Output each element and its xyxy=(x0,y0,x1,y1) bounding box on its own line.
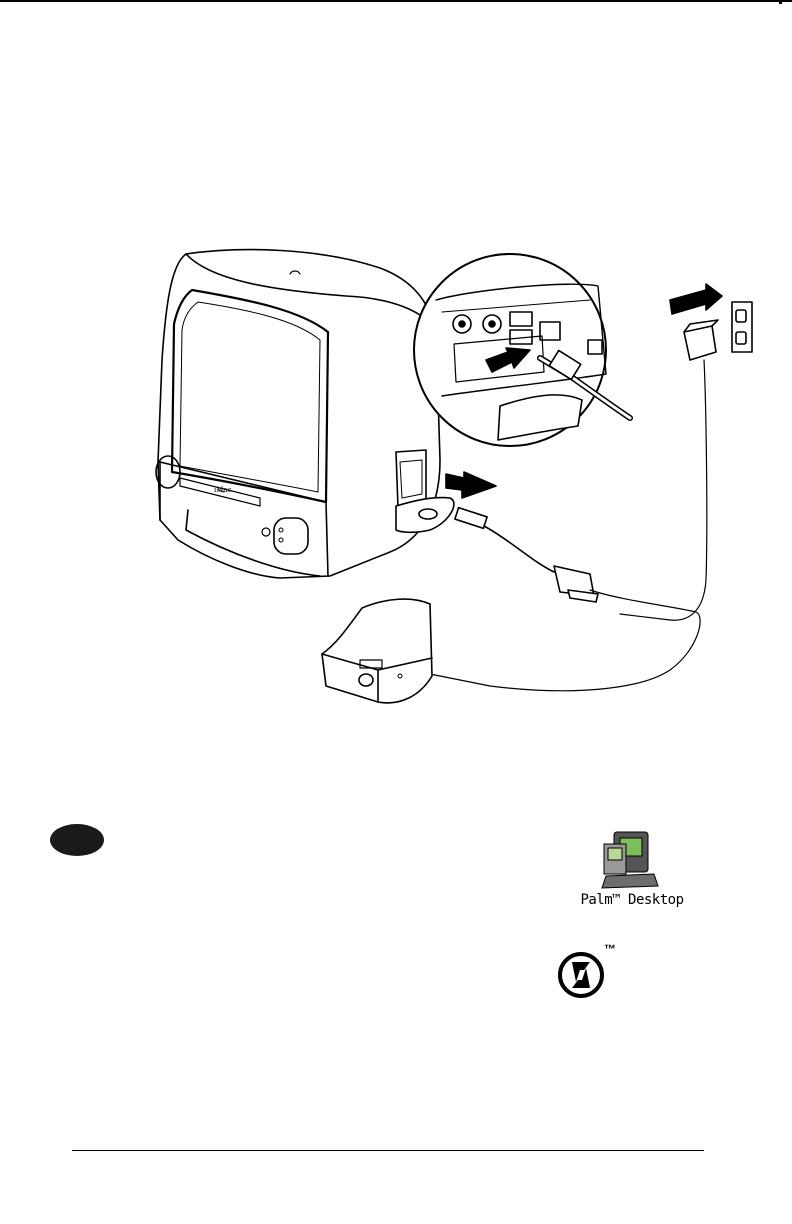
top-rule xyxy=(0,0,792,4)
palm-desktop-app-icon[interactable]: Palm™ Desktop xyxy=(552,830,712,918)
power-adapter-and-outlet xyxy=(620,284,752,620)
usb-port-closeup xyxy=(414,254,630,446)
step-number-badge xyxy=(50,824,104,856)
palm-desktop-graphic xyxy=(598,830,662,890)
hotsync-trademark: ™ xyxy=(604,942,616,956)
hotsync-logo-icon: ™ xyxy=(552,940,632,1004)
bottom-rule xyxy=(72,1150,704,1151)
hotsync-symbol xyxy=(556,948,606,1002)
top-rule-tick xyxy=(779,0,782,4)
usb-serial-adapter-cable xyxy=(430,508,700,691)
handheld-cradle xyxy=(322,599,432,703)
cradle-installation-illustration: iMac xyxy=(150,240,780,710)
palm-desktop-label: Palm™ Desktop xyxy=(552,892,712,908)
top-rule-line xyxy=(0,0,792,2)
imac-logo: iMac xyxy=(214,486,232,494)
